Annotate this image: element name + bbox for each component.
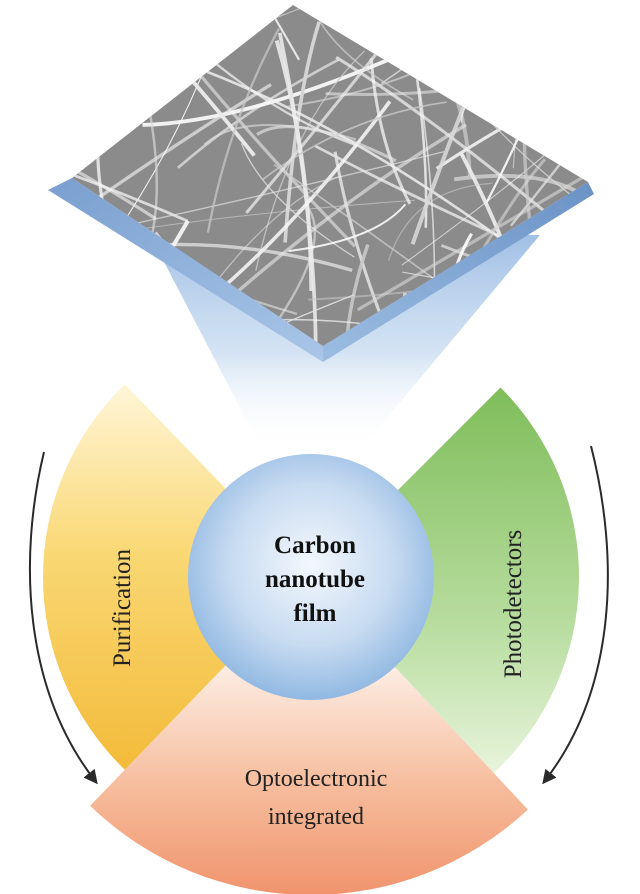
- center-label-line-3: film: [293, 600, 336, 627]
- nanotube-fiber: [217, 123, 467, 310]
- nanotube-fiber: [573, 5, 588, 166]
- nanotube-fiber: [0, 0, 44, 15]
- purification-label: Purification: [109, 548, 136, 667]
- film-edge-right: [323, 182, 594, 362]
- nanotube-fiber: [159, 5, 208, 87]
- curved-arrow-left: [28, 451, 98, 785]
- nanotube-fiber: [72, 13, 166, 114]
- nanotube-fiber: [177, 58, 340, 169]
- nanotube-fiber: [142, 50, 408, 127]
- nanotube-fiber: [460, 24, 538, 123]
- nanotube-fiber: [288, 203, 407, 253]
- nanotube-fiber: [509, 5, 588, 227]
- nanotube-fiber: [592, 14, 640, 269]
- nanotube-fiber: [206, 28, 280, 233]
- nanotube-fiber: [535, 5, 587, 144]
- nanotube-fiber: [453, 173, 588, 211]
- film-edge-left: [48, 178, 323, 362]
- nanotube-fiber: [583, 248, 588, 346]
- nanotube-fiber: [542, 272, 568, 346]
- photodetectors-label: Photodetectors: [500, 530, 527, 679]
- nanotube-fiber: [552, 291, 588, 312]
- nanotube-fiber: [72, 83, 272, 284]
- nanotube-fiber: [589, 252, 640, 386]
- nanotube-fiber: [0, 331, 40, 500]
- nanotube-fiber: [410, 43, 526, 88]
- nanotube-fiber: [369, 58, 412, 205]
- nanotube-fiber: [314, 144, 506, 240]
- nanotube-fiber: [0, 0, 66, 100]
- optoelectronic-label-line-2: integrated: [268, 804, 364, 830]
- nanotube-fiber: [0, 354, 62, 385]
- nanotube-fiber: [256, 125, 397, 163]
- nanotube-fiber: [512, 5, 588, 169]
- segment-optoelectronic: [90, 656, 528, 894]
- center-label-line-2: nanotube: [265, 566, 365, 593]
- nanotube-fiber: [582, 21, 588, 185]
- center-label-line-1: Carbon: [274, 532, 356, 559]
- nanotube-fiber: [546, 5, 588, 41]
- nanotube-fiber: [216, 175, 339, 282]
- nanotube-fiber: [272, 208, 317, 328]
- curved-arrow-right: [542, 445, 609, 785]
- nanotube-fiber: [418, 87, 436, 346]
- nanotube-fiber: [164, 5, 301, 61]
- center-circle: [188, 454, 434, 700]
- nanotube-fiber: [604, 195, 640, 266]
- nanotube-fiber: [419, 5, 554, 13]
- segment-purification: [42, 384, 235, 770]
- nanotube-fiber: [324, 0, 568, 1]
- segment-photodetectors: [386, 387, 579, 774]
- nanotube-fiber: [504, 294, 588, 346]
- nanotube-fiber: [0, 92, 70, 98]
- nanotube-fiber: [492, 301, 588, 346]
- nanotube-fiber: [72, 325, 176, 346]
- nanotube-fiber: [72, 68, 157, 221]
- nanotube-fiber: [72, 324, 129, 335]
- nanotube-fiber: [381, 5, 588, 84]
- nanotube-fiber: [72, 5, 116, 120]
- nanotube-fiber: [606, 129, 640, 229]
- nanotube-fiber: [261, 101, 447, 181]
- optoelectronic-label-line-1: Optoelectronic: [245, 766, 388, 792]
- nanotube-fiber: [505, 5, 588, 40]
- nanotube-fiber: [72, 103, 189, 223]
- nanotube-fiber: [0, 0, 52, 329]
- nanotube-fiber: [0, 63, 55, 108]
